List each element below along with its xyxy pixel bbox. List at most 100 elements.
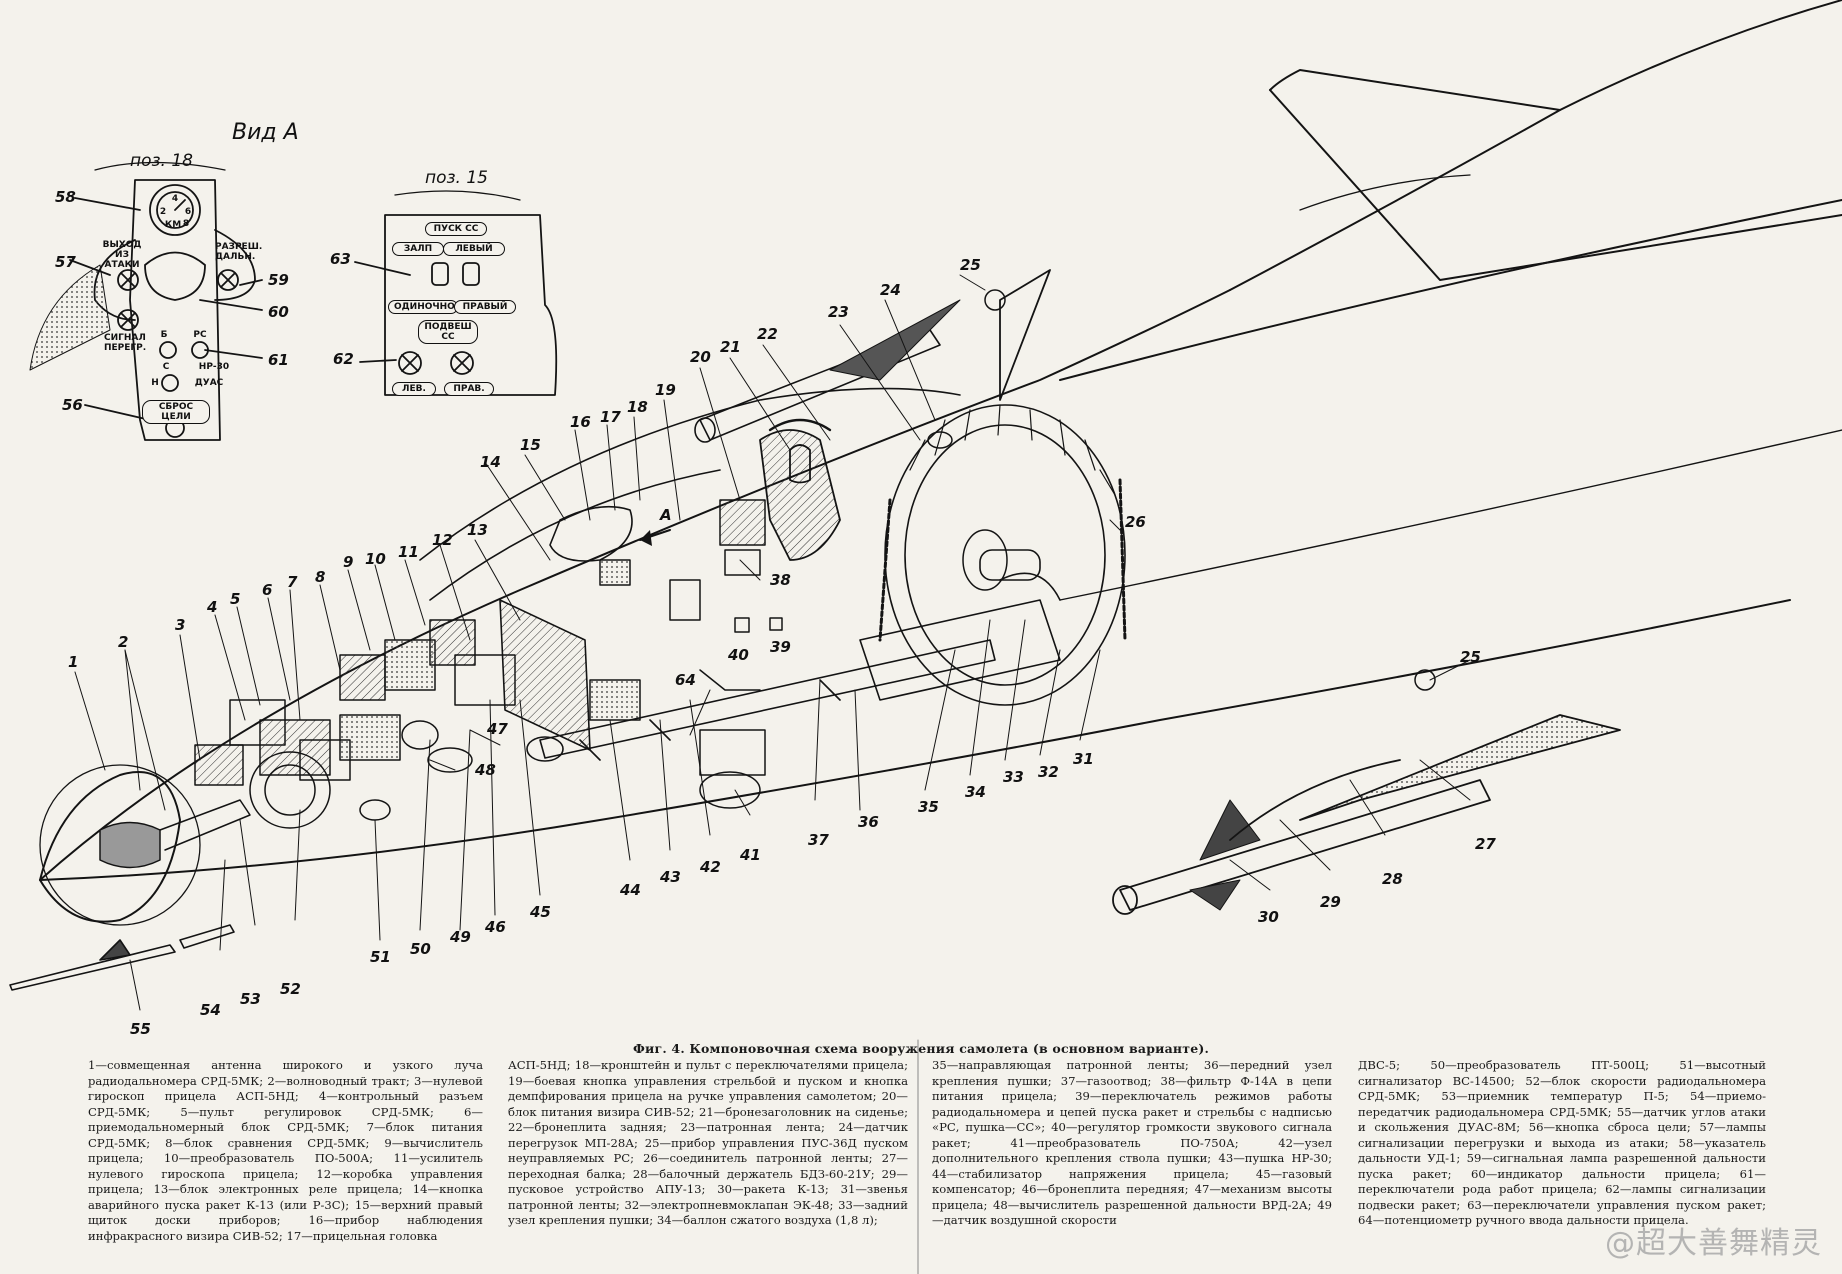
callout-43: 43: [660, 868, 681, 886]
dial-number-4: 4: [171, 194, 179, 204]
caption-column-3: 35—направляющая патронной ленты; 36—пере…: [932, 1058, 1332, 1229]
panel15-label-suspended-ss: ПОДВЕШ СС: [418, 320, 478, 344]
callout-8: 8: [315, 568, 326, 586]
callout-45: 45: [530, 903, 551, 921]
callout-52: 52: [280, 980, 301, 998]
callout-16: 16: [570, 413, 591, 431]
panel15-label-salvo: ЗАЛП: [392, 242, 444, 256]
callout-1: 1: [68, 653, 79, 671]
callout-5: 5: [230, 590, 241, 608]
callout-49: 49: [450, 928, 471, 946]
callout-62: 62: [333, 350, 354, 368]
callout-53: 53: [240, 990, 261, 1008]
callout-35: 35: [918, 798, 939, 816]
callout-20: 20: [690, 348, 711, 366]
callout-61: 61: [268, 351, 289, 369]
callout-27: 27: [1475, 835, 1496, 853]
callout-21: 21: [720, 338, 741, 356]
dial-number-6: 6: [184, 207, 192, 217]
callout-60: 60: [268, 303, 289, 321]
callout-24: 24: [880, 281, 901, 299]
callout-4: 4: [207, 598, 218, 616]
pitot-probe: [9, 924, 235, 991]
callout-30: 30: [1258, 908, 1279, 926]
callout-32: 32: [1038, 763, 1059, 781]
panel18-label-n: Н: [151, 378, 159, 388]
panel18-label-nr30: НР-30: [198, 362, 230, 372]
callout-25-upper: 25: [960, 256, 981, 274]
panel15-label-left: ЛЕВЫЙ: [443, 242, 505, 256]
canopy: [419, 387, 961, 601]
caption-text-3: 35—направляющая патронной ленты; 36—пере…: [932, 1058, 1332, 1227]
figure-caption-title: Фиг. 4. Компоновочная схема вооружения с…: [632, 1041, 1210, 1056]
misc-units: [589, 289, 1436, 809]
callout-11: 11: [398, 543, 419, 561]
callout-40: 40: [728, 646, 749, 664]
panel15-label-right: ПРАВЫЙ: [454, 300, 516, 314]
callout-64: 64: [675, 671, 696, 689]
callout-29: 29: [1320, 893, 1341, 911]
callout-38: 38: [770, 571, 791, 589]
panel15-label-launch-ss: ПУСК СС: [425, 222, 487, 236]
callout-50: 50: [410, 940, 431, 958]
radar-equipment: [99, 619, 516, 869]
callout-2: 2: [118, 633, 129, 651]
panel18-label-duas: ДУАС: [194, 378, 224, 388]
callout-36: 36: [858, 813, 879, 831]
panel18-label-target-reset: СБРОС ЦЕЛИ: [142, 400, 210, 424]
callout-48: 48: [475, 761, 496, 779]
callout-33: 33: [1003, 768, 1024, 786]
callout-13: 13: [467, 521, 488, 539]
callout-47: 47: [487, 720, 508, 738]
panel-15-title: поз. 15: [425, 168, 488, 188]
panel15-label-lev: ЛЕВ.: [392, 382, 436, 396]
lower-missile-k13: [1112, 714, 1621, 915]
callout-56: 56: [62, 396, 83, 414]
callout-44: 44: [620, 881, 641, 899]
arrow-a-label: А: [660, 506, 672, 524]
watermark: @超大善舞精灵: [1605, 1226, 1822, 1261]
caption-column-1: 1—совмещенная антенна широкого и узкого …: [88, 1058, 483, 1244]
callout-59: 59: [268, 271, 289, 289]
caption-text-4: ДВС-5; 50—преобразователь ПТ-500Ц; 51—вы…: [1358, 1058, 1766, 1227]
callout-22: 22: [757, 325, 778, 343]
dial-number-8: 8: [182, 219, 190, 229]
fuselage-outline: [39, 0, 1842, 926]
panel-18-drawing: [29, 161, 263, 441]
panel18-label-range-allowed: РАЗРЕШ. ДАЛЬН.: [215, 242, 263, 262]
callout-7: 7: [287, 573, 298, 591]
panel15-label-prav: ПРАВ.: [444, 382, 494, 396]
callout-14: 14: [480, 453, 501, 471]
callout-34: 34: [965, 783, 986, 801]
panel15-label-single: ОДИНОЧНО: [388, 300, 458, 314]
caption-column-4: ДВС-5; 50—преобразователь ПТ-500Ц; 51—вы…: [1358, 1058, 1766, 1229]
gun-bay-frame: [878, 404, 1127, 706]
callout-55: 55: [130, 1020, 151, 1038]
callout-10: 10: [365, 550, 386, 568]
panel18-label-b: Б: [160, 330, 168, 340]
callout-18: 18: [627, 398, 648, 416]
callout-46: 46: [485, 918, 506, 936]
caption-text-1: 1—совмещенная антенна широкого и узкого …: [88, 1058, 483, 1243]
callout-9: 9: [343, 553, 354, 571]
dial-number-2: 2: [159, 207, 167, 217]
callout-23: 23: [828, 303, 849, 321]
callout-28: 28: [1382, 870, 1403, 888]
caption-column-2: АСП-5НД; 18—кронштейн и пульт с переключ…: [508, 1058, 908, 1229]
callout-42: 42: [700, 858, 721, 876]
dial-unit-km: КМ: [164, 220, 182, 230]
callout-25-lower: 25: [1460, 648, 1481, 666]
callout-31: 31: [1073, 750, 1094, 768]
callout-17: 17: [600, 408, 621, 426]
panel-18-title: поз. 18: [130, 151, 193, 171]
panel18-label-s: С: [162, 362, 170, 372]
view-arrow: [639, 529, 671, 546]
callout-37: 37: [808, 831, 829, 849]
callout-12: 12: [432, 531, 453, 549]
view-a-title: Вид А: [232, 120, 299, 145]
callout-63: 63: [330, 250, 351, 268]
callout-3: 3: [175, 616, 186, 634]
panel18-label-attack-exit: ВЫХОД ИЗ АТАКИ: [102, 240, 142, 270]
callout-58: 58: [55, 188, 76, 206]
